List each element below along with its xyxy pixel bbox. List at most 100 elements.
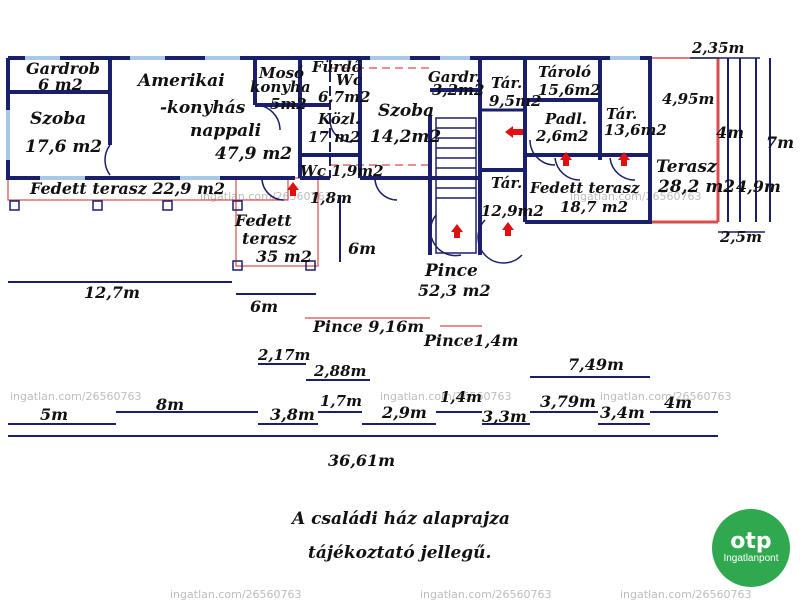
room-name: Wc [336,71,362,89]
door-swing [374,177,398,201]
room-name: Közl. [317,110,360,128]
room-area: 2,6m2 [535,127,588,145]
room-name: Fürdő [311,58,362,76]
dimension-label: 2,35m [691,39,744,57]
room-name: nappali [190,121,261,141]
otp-logo: otp Ingatlanpont [712,509,790,587]
room-name: Tároló [538,63,591,81]
arrow-icon [560,152,572,166]
room-area: 52,3 m2 [418,281,491,300]
dimension-label: 1,8m [310,189,352,207]
dimension-label: 2,88m [313,362,366,380]
post [305,260,316,271]
room-area: 28,2 m2 [657,177,735,197]
door-swing [429,214,462,257]
door-swing [254,104,281,131]
disclaimer-note: A családi ház alaprajza tájékoztató jell… [290,509,510,563]
room-name: Tár. [491,174,522,192]
dimension-label: 2,17m [257,346,310,364]
terrace-posts [9,200,316,271]
door-swing [554,157,581,181]
dimension-label: 2,5m [719,228,762,246]
dimension-label: 6m [348,239,376,258]
room-area: 15,6m2 [538,81,601,99]
dimension-label: 3,3m [482,407,527,426]
arrow-icon [502,222,514,236]
dimension-label: 6m [250,297,278,316]
room-name: Gardr. [428,68,481,86]
room-area: 6 m2 [38,75,83,94]
room-area: 6,7m2 [318,88,370,106]
room-name: Fedett terasz [529,179,640,197]
dimension-label: 3,4m [600,403,645,422]
dimension-labels: 2,35m 4m 7m 4,9m 2,5m 1,8m 6m 12,7m 6m P… [40,39,794,470]
room-area: 5m2 [270,95,307,113]
dimension-label: 7m [766,133,794,152]
side-dimension-lines [339,57,771,262]
post [92,200,103,211]
dimension-label: 5m [40,405,68,424]
room-dimension: 4,95m [662,90,714,108]
post [162,200,173,211]
room-area: 13,6m2 [604,121,667,139]
post [232,260,243,271]
room-name: Pince [424,261,478,281]
dimension-label: 7,49m [568,355,624,374]
dimension-label: 4m [664,393,692,412]
note-line: tájékoztató jellegű. [308,543,491,563]
room-area: 18,7 m2 [560,198,628,216]
room-name: Mosó [258,64,304,82]
note-line: A családi ház alaprajza [290,509,510,529]
room-name: -konyhás [160,98,246,118]
dimension-label: Pince1,4m [423,331,518,350]
arrow-icon [505,126,523,138]
room-area: 35 m2 [256,247,312,266]
room-area: 47,9 m2 [215,144,292,164]
room-name: konyha [250,78,311,96]
dimension-label: 12,7m [84,283,140,302]
room-name: Szoba [30,109,86,129]
room-name: Gardrob [26,59,100,78]
watermark-text: ingatlan.com/26560763 [600,390,732,403]
room-area: 17 m2 [308,128,360,146]
watermark-text: ingatlan.com/26560763 [380,390,512,403]
bottom-dimension-lines [8,281,718,437]
room-name: Padl. [544,110,587,128]
watermark-text: ingatlan.com/26560763 [10,390,142,403]
entrance-arrows [287,126,630,238]
room-labels: Gardrob 6 m2 Szoba 17,6 m2 Amerikai -kon… [25,58,735,300]
watermark-text: ingatlan.com/26560763 [420,588,552,600]
watermark-text: ingatlan.com/26560763 [570,190,702,203]
door-swings [104,104,636,264]
dimension-label: 8m [155,395,184,414]
room-area: 14,2m2 [370,127,441,147]
arrow-icon [287,182,299,196]
dimension-label: 3,8m [270,405,315,424]
post [232,200,243,211]
room-name: Wc 1,9m2 [300,162,384,180]
room-area: 9,5m2 [489,92,541,110]
watermark-text: ingatlan.com/26560763 [170,588,302,600]
room-name: Fedett terasz 22,9 m2 [29,179,225,198]
logo-brand: otp [730,529,772,554]
windows [6,56,640,180]
room-name: terasz [242,229,297,248]
room-name: Fedett [234,211,292,230]
post [9,200,20,211]
logo-subtitle: Ingatlanpont [723,553,779,564]
terrace-outlines [7,57,720,327]
cellar-stairs [435,117,477,254]
door-swing [104,144,111,176]
room-name: Terasz [656,157,717,177]
door-swing [329,119,353,143]
room-area: 3,2m2 [432,81,484,99]
dimension-label: 4m [716,123,744,142]
room-name: Szoba [378,101,434,121]
dimension-label: 1,4m [440,388,482,406]
dimension-label: 2,9m [381,403,427,422]
door-swing [529,139,556,166]
stair-outline [435,117,477,254]
dimension-label: 4,9m [736,177,781,196]
